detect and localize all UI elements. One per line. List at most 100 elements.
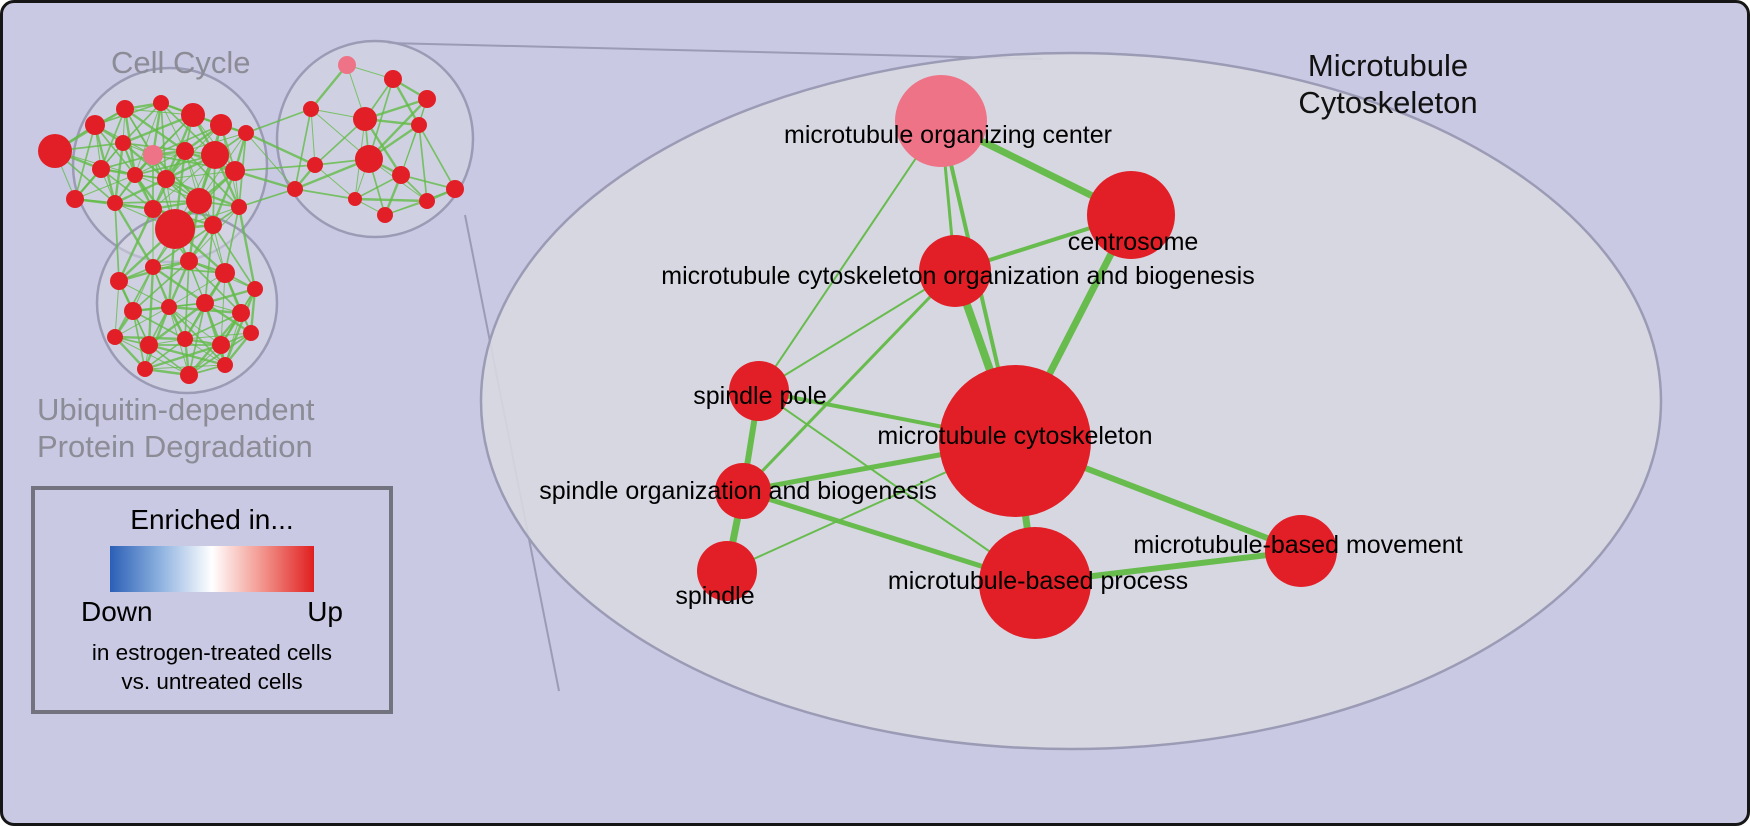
mini-node [157, 170, 175, 188]
mini-node [231, 199, 247, 215]
mini-node [196, 294, 214, 312]
mini-node [85, 115, 105, 135]
mini-node [153, 95, 169, 111]
mini-edge [354, 197, 428, 203]
mini-edge [118, 280, 170, 308]
microtubule-title-line2: Cytoskeleton [1298, 85, 1478, 120]
ubiquitin-label-line1: Ubiquitin-dependent [37, 392, 315, 427]
mini-node [115, 135, 131, 151]
mini-edge [114, 336, 190, 376]
mini-edge [314, 164, 356, 200]
mini-edge [294, 108, 312, 190]
mini-node [377, 207, 393, 223]
mini-edge [245, 132, 296, 190]
mini-edge [114, 280, 120, 338]
mini-edge [245, 131, 316, 167]
mini-node [127, 167, 143, 183]
mini-node [180, 366, 198, 384]
mini-node [155, 209, 195, 249]
zoom-edge-mco-sob [741, 269, 957, 493]
zoom-node-label-mc: microtubule cytoskeleton [877, 422, 1152, 450]
zoom-node-label-mbm: microtubule-based movement [1133, 531, 1462, 559]
mini-edge [114, 202, 120, 282]
zoom-node-mc [939, 365, 1091, 517]
zoom-node-label-mbp: microtubule-based process [888, 567, 1188, 595]
mini-edge [132, 260, 190, 312]
mini-node [384, 70, 402, 88]
cluster-label-ubiquitin: Ubiquitin-dependent Protein Degradation [37, 391, 315, 465]
mini-node [355, 145, 383, 173]
mini-edge [132, 310, 146, 370]
mini-node [217, 357, 233, 373]
zoom-node-label-mco: microtubule cytoskeleton organization an… [661, 262, 1254, 290]
mini-node [201, 141, 229, 169]
mini-node [348, 192, 362, 206]
mini-node [232, 304, 250, 322]
mini-node [418, 90, 436, 108]
zoom-connector-line-1 [387, 42, 1044, 60]
zoom-node-sob [715, 463, 771, 519]
mini-node [180, 252, 198, 270]
legend-up-label: Up [307, 596, 343, 627]
mini-node [107, 329, 123, 345]
mini-node [66, 190, 84, 208]
mini-node [210, 114, 232, 136]
mini-node [38, 134, 72, 168]
legend-box: Enriched in... Down Up in estrogen-treat… [31, 486, 393, 714]
mini-edge [114, 306, 170, 338]
mini-node [212, 336, 230, 354]
mini-node [176, 142, 194, 160]
mini-edge [114, 266, 154, 338]
mini-edge [184, 260, 190, 340]
mini-edge [224, 272, 252, 334]
mini-edge [203, 302, 227, 366]
mini-edge [100, 108, 126, 170]
legend-down-label: Down [81, 596, 153, 627]
mini-node [247, 281, 263, 297]
zoom-node-spindle [697, 541, 757, 601]
mini-node [303, 101, 319, 117]
mini-edge [114, 177, 167, 205]
mini-node [338, 56, 356, 74]
zoom-node-label-spindle: spindle [675, 582, 754, 610]
mini-edge [117, 208, 155, 282]
network-svg: microtubule organizing centercentrosomem… [38, 39, 1663, 751]
zoom-edge-sp-mbp [758, 390, 1036, 584]
mini-node [145, 259, 161, 275]
mini-node [144, 200, 162, 218]
mini-edge [418, 124, 456, 190]
mini-edge [220, 272, 226, 346]
mini-edge [134, 102, 162, 176]
mini-edge [184, 312, 242, 340]
mini-node [243, 325, 259, 341]
mini-edge [294, 188, 356, 200]
mini-edge [188, 332, 252, 376]
legend-title: Enriched in... [130, 504, 294, 535]
microtubule-title-line1: Microtubule [1307, 48, 1469, 83]
zoom-node-centrosome [1087, 171, 1175, 259]
mini-edge [147, 266, 155, 346]
mini-node [411, 117, 427, 133]
zoom-node-moc [895, 75, 987, 167]
mini-edge [237, 206, 257, 290]
mini-node [124, 302, 142, 320]
mini-edge [122, 102, 162, 144]
mini-node [287, 181, 303, 197]
mini-edge [204, 301, 252, 335]
mini-edge [245, 108, 312, 134]
mini-node [353, 107, 377, 131]
mini-node [143, 145, 163, 165]
zoom-title-microtubule-cytoskeleton: Microtubule Cytoskeleton [1279, 47, 1497, 121]
mini-node [92, 160, 110, 178]
cluster-label-cell-cycle: Cell Cycle [111, 45, 251, 80]
mini-node [419, 193, 435, 209]
legend-caption-line2: vs. untreated cells [121, 669, 303, 694]
mini-edge [184, 332, 252, 340]
legend-caption-line1: in estrogen-treated cells [91, 640, 333, 665]
mini-node [446, 180, 464, 198]
mini-node [215, 263, 235, 283]
zoom-edge-moc-sp [758, 120, 942, 392]
zoom-node-label-sob: spindle organization and biogenesis [539, 477, 937, 505]
mini-edge [74, 124, 96, 200]
